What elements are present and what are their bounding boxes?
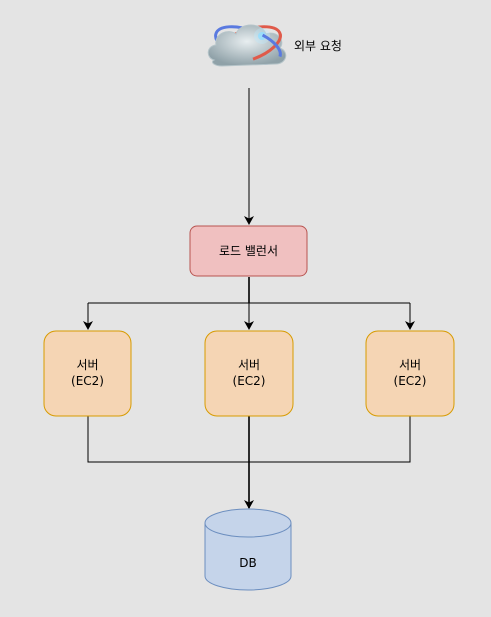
load-balancer-box[interactable] xyxy=(189,225,308,277)
edge-server-1-down xyxy=(87,416,249,463)
server-label-line2: (EC2) xyxy=(394,374,427,388)
server-node-3[interactable]: 서버 (EC2) xyxy=(365,330,455,417)
server-node-2[interactable]: 서버 (EC2) xyxy=(204,330,294,417)
database-top[interactable] xyxy=(204,508,292,538)
server-box[interactable] xyxy=(204,330,294,417)
edge-server-3-down xyxy=(249,416,411,463)
load-balancer-node[interactable]: 로드 밸런서 xyxy=(189,225,308,277)
load-balancer-label: 로드 밸런서 xyxy=(219,244,278,258)
cloud-request-icon xyxy=(207,24,287,67)
server-box[interactable] xyxy=(365,330,455,417)
server-label-line1: 서버 xyxy=(399,358,421,372)
external-request-label: 외부 요청 xyxy=(294,39,342,53)
server-label-line1: 서버 xyxy=(238,358,260,372)
database-label: DB xyxy=(239,556,256,570)
edges xyxy=(83,88,415,509)
server-label-line2: (EC2) xyxy=(71,374,104,388)
database-body[interactable] xyxy=(204,523,292,591)
server-label-line2: (EC2) xyxy=(233,374,266,388)
server-node-1[interactable]: 서버 (EC2) xyxy=(43,330,132,417)
database-node[interactable]: DB xyxy=(204,508,292,591)
server-box[interactable] xyxy=(43,330,132,417)
server-label-line1: 서버 xyxy=(76,358,98,372)
